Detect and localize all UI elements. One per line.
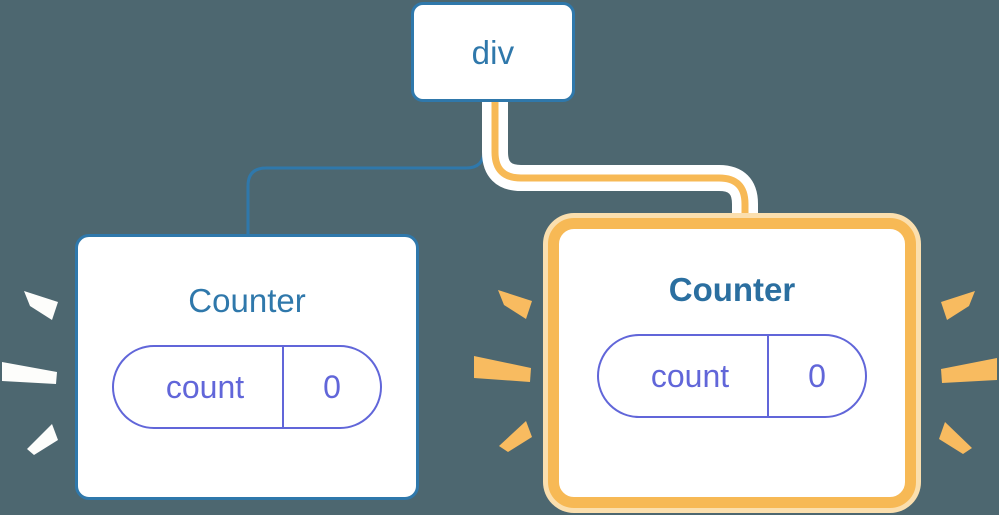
edge-div-to-counter-right-halo [482,101,758,232]
node-counter-left[interactable]: Counter count 0 [75,234,419,500]
burst-ray [499,421,532,452]
burst-ray [24,291,58,320]
burst-ray [474,356,531,382]
burst-ray [2,362,57,384]
burst-ray [941,358,997,383]
burst-counter-right-left [474,290,532,452]
node-div[interactable]: div [411,2,575,102]
edge-div-to-counter-left [246,99,486,236]
state-value-label: 0 [767,336,865,416]
state-key-label: count [165,369,245,405]
node-div-label: div [471,33,515,71]
state-pill-count-left[interactable]: count 0 [112,345,382,429]
burst-ray [27,424,58,455]
state-pill-count-right[interactable]: count 0 [597,334,867,418]
node-counter-right-label: Counter [668,271,796,308]
node-counter-right[interactable]: Counter count 0 [548,218,916,508]
burst-ray [941,291,975,320]
node-counter-left-label: Counter [188,282,306,319]
burst-ray [939,422,972,454]
burst-counter-left [2,291,58,455]
state-key-label: count [650,358,730,394]
state-value-label: 0 [282,347,380,427]
burst-counter-right-right [939,291,997,454]
edge-div-to-counter-right [491,101,749,232]
burst-ray [498,290,532,319]
